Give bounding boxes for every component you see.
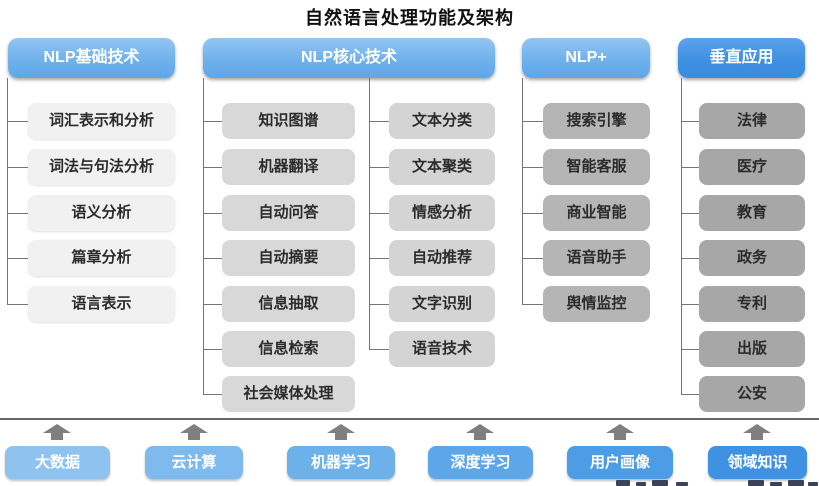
node-auto-recommendation: 自动推荐	[389, 240, 495, 276]
connector-tick	[681, 258, 699, 259]
foundation-big-data: 大数据	[5, 446, 110, 479]
connector-tick	[369, 167, 389, 168]
up-arrow-icon	[466, 424, 494, 440]
node-medical: 医疗	[699, 149, 805, 185]
cropped-watermark-fragment	[676, 482, 688, 486]
node-morph-syntax-analysis: 词法与句法分析	[28, 149, 175, 185]
node-social-media-processing: 社会媒体处理	[222, 376, 355, 412]
node-publishing: 出版	[699, 331, 805, 367]
connector-tick	[522, 167, 543, 168]
node-ocr: 文字识别	[389, 286, 495, 322]
up-arrow-icon	[43, 424, 71, 440]
connector-tick	[681, 394, 699, 395]
node-smart-customer-service: 智能客服	[543, 149, 650, 185]
connector-line	[522, 78, 523, 305]
foundation-cloud-computing: 云计算	[145, 446, 243, 479]
cropped-watermark-fragment	[652, 480, 668, 486]
connector-tick	[203, 167, 222, 168]
node-search-engine: 搜索引擎	[543, 103, 650, 139]
connector-tick	[7, 258, 28, 259]
node-sentiment-analysis: 情感分析	[389, 195, 495, 231]
node-legal: 法律	[699, 103, 805, 139]
connector-tick	[522, 304, 543, 305]
connector-tick	[7, 121, 28, 122]
connector-line	[369, 78, 370, 350]
connector-tick	[203, 304, 222, 305]
node-machine-translation: 机器翻译	[222, 149, 355, 185]
up-arrow-icon	[327, 424, 355, 440]
node-auto-qa: 自动问答	[222, 195, 355, 231]
node-text-classification: 文本分类	[389, 103, 495, 139]
connector-tick	[203, 121, 222, 122]
node-information-extraction: 信息抽取	[222, 286, 355, 322]
node-speech-technology: 语音技术	[389, 331, 495, 367]
cropped-watermark-fragment	[616, 480, 630, 486]
connector-tick	[522, 121, 543, 122]
foundation-machine-learning: 机器学习	[287, 446, 395, 479]
connector-tick	[369, 304, 389, 305]
node-information-retrieval: 信息检索	[222, 331, 355, 367]
node-education: 教育	[699, 195, 805, 231]
connector-line	[7, 78, 8, 305]
connector-line	[681, 78, 682, 395]
connector-tick	[7, 304, 28, 305]
connector-tick	[369, 213, 389, 214]
connector-line	[203, 78, 204, 395]
foundation-domain-knowledge: 领域知识	[708, 446, 807, 479]
header-nlp-plus: NLP+	[522, 38, 650, 78]
header-nlp-basic-tech: NLP基础技术	[8, 38, 175, 78]
node-text-clustering: 文本聚类	[389, 149, 495, 185]
header-vertical-apps: 垂直应用	[678, 38, 805, 78]
connector-tick	[7, 167, 28, 168]
cropped-watermark-fragment	[748, 480, 764, 486]
node-voice-assistant: 语音助手	[543, 240, 650, 276]
foundation-deep-learning: 深度学习	[428, 446, 533, 479]
connector-tick	[7, 213, 28, 214]
connector-tick	[203, 213, 222, 214]
foundation-separator-line	[0, 418, 819, 420]
connector-tick	[681, 304, 699, 305]
node-auto-summarization: 自动摘要	[222, 240, 355, 276]
node-discourse-analysis: 篇章分析	[28, 240, 175, 276]
cropped-watermark-fragment	[636, 482, 646, 486]
cropped-watermark-fragment	[788, 480, 804, 486]
node-semantic-analysis: 语义分析	[28, 195, 175, 231]
header-nlp-core-tech: NLP核心技术	[203, 38, 495, 78]
node-language-representation: 语言表示	[28, 286, 175, 322]
up-arrow-icon	[743, 424, 771, 440]
connector-tick	[681, 121, 699, 122]
connector-tick	[203, 258, 222, 259]
connector-tick	[522, 213, 543, 214]
node-knowledge-graph: 知识图谱	[222, 103, 355, 139]
up-arrow-icon	[180, 424, 208, 440]
diagram-title: 自然语言处理功能及架构	[305, 8, 514, 28]
connector-tick	[369, 121, 389, 122]
connector-tick	[369, 258, 389, 259]
up-arrow-icon	[606, 424, 634, 440]
connector-tick	[522, 258, 543, 259]
cropped-watermark-fragment	[770, 482, 782, 486]
node-public-security: 公安	[699, 376, 805, 412]
connector-tick	[203, 394, 222, 395]
cropped-watermark-fragment	[808, 482, 818, 486]
node-business-intelligence: 商业智能	[543, 195, 650, 231]
connector-tick	[369, 349, 389, 350]
connector-tick	[681, 349, 699, 350]
foundation-user-profile: 用户画像	[567, 446, 673, 479]
node-public-opinion-monitoring: 舆情监控	[543, 286, 650, 322]
node-government: 政务	[699, 240, 805, 276]
connector-tick	[681, 213, 699, 214]
connector-tick	[681, 167, 699, 168]
node-patent: 专利	[699, 286, 805, 322]
node-lexical-representation: 词汇表示和分析	[28, 103, 175, 139]
connector-tick	[203, 349, 222, 350]
